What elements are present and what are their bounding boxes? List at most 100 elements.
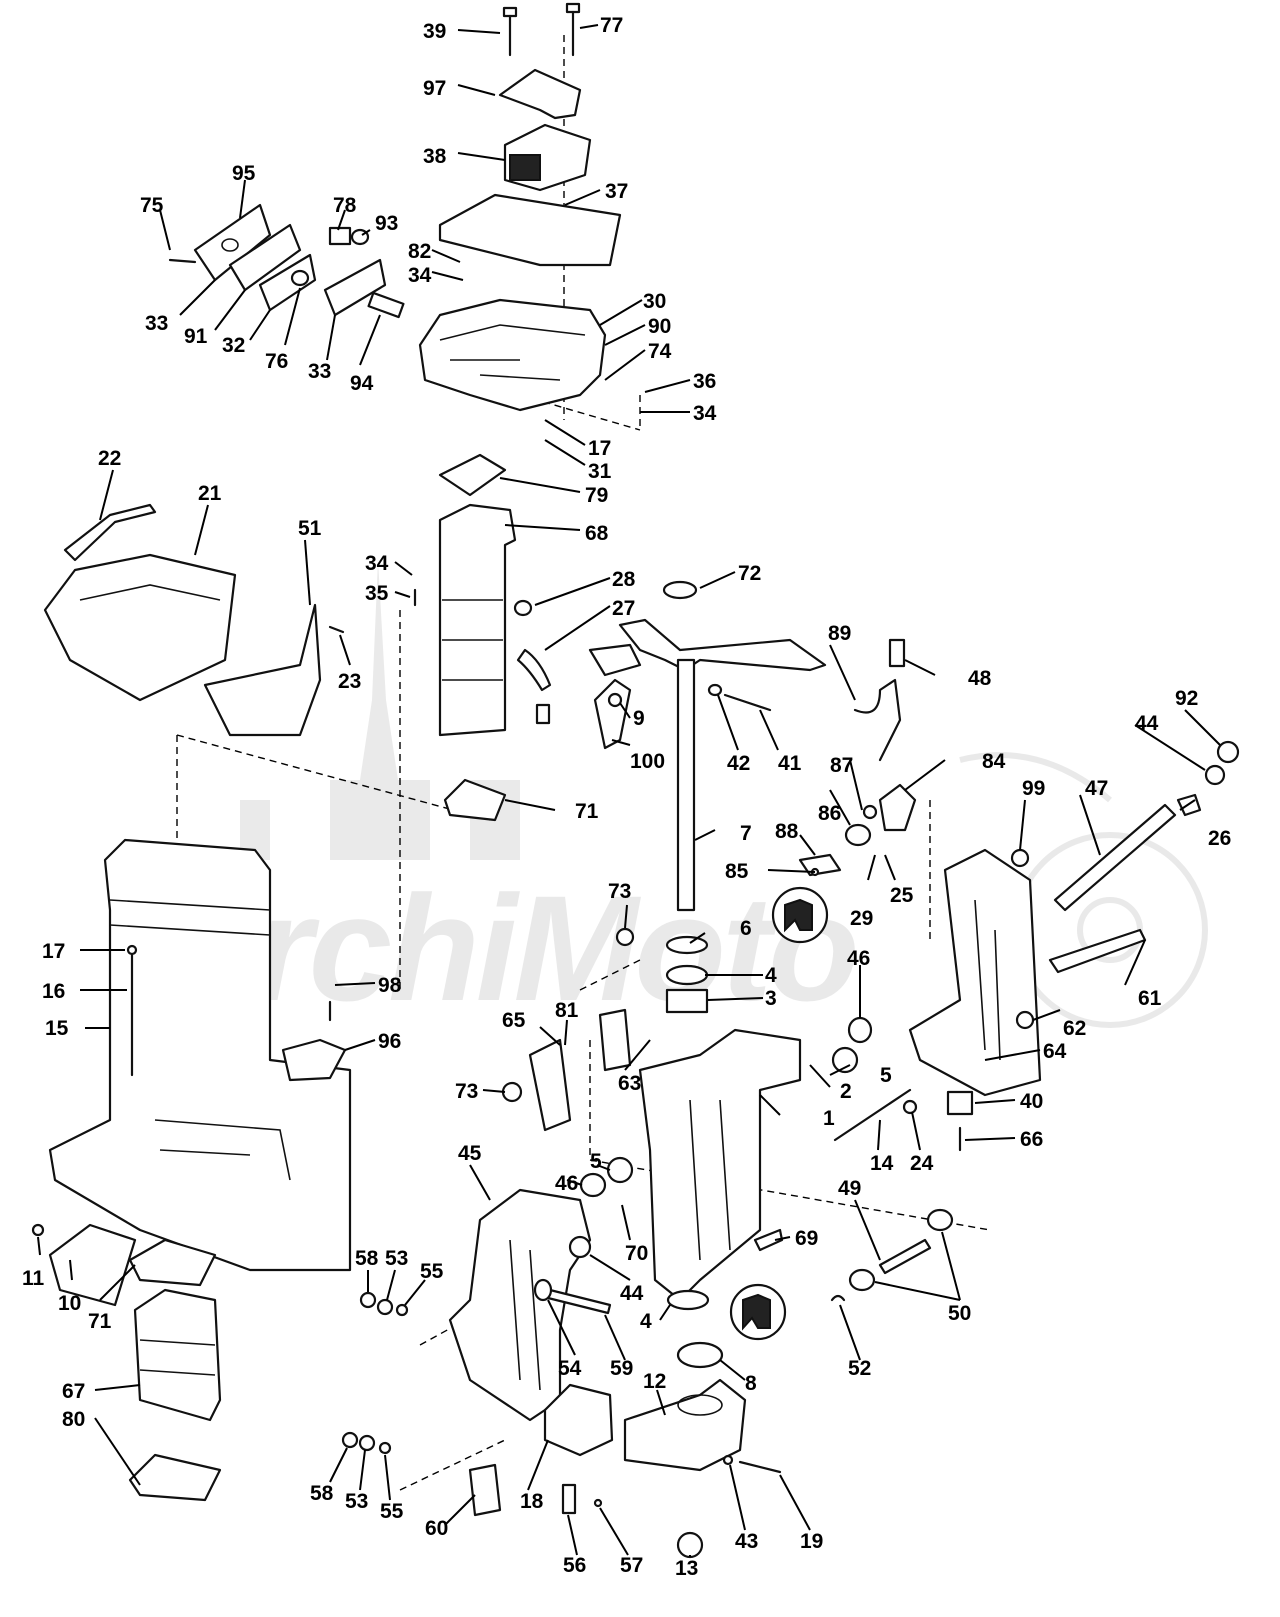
callout-39: 39: [423, 20, 446, 43]
callout-8: 8: [745, 1372, 757, 1395]
callout-26: 26: [1208, 827, 1231, 850]
bolt-41: [723, 693, 772, 712]
callout-88: 88: [775, 820, 799, 843]
midsection-15: [48, 838, 352, 1272]
callout-82: 82: [408, 240, 431, 263]
callout-34a: 34: [408, 264, 432, 287]
housing-30: [418, 298, 607, 412]
callout-90: 90: [648, 315, 671, 338]
washer-17-left: [126, 944, 138, 956]
plate-32: [258, 253, 317, 312]
callout-17a: 17: [588, 437, 611, 460]
spring-94: [367, 291, 405, 319]
callout-62: 62: [1063, 1017, 1086, 1040]
bushing-4-lower: [666, 1289, 710, 1311]
housing-12: [623, 1378, 747, 1472]
knob-73-lower: [501, 1081, 523, 1103]
clip-52: [830, 1294, 846, 1302]
callout-6: 6: [740, 917, 752, 940]
callout-36: 36: [693, 370, 716, 393]
callout-45: 45: [458, 1142, 482, 1165]
washer-43: [722, 1454, 734, 1466]
callout-34c: 34: [365, 552, 389, 575]
callout-81: 81: [555, 999, 579, 1022]
washer-46-left: [579, 1172, 607, 1198]
callout-71b: 71: [88, 1310, 112, 1333]
strip-22: [63, 503, 157, 562]
washer-44-upper: [1204, 764, 1226, 786]
callout-29: 29: [850, 907, 873, 930]
callout-53a: 53: [385, 1247, 408, 1270]
bushing-50a: [926, 1208, 954, 1232]
screw-23: [328, 625, 345, 634]
leader-lines: [37, 24, 1221, 1557]
callout-32: 32: [222, 334, 245, 357]
callout-15: 15: [45, 1017, 69, 1040]
clamp-bracket-45: [448, 1188, 592, 1422]
callout-85: 85: [725, 860, 749, 883]
nut-13: [676, 1531, 704, 1559]
callout-5b: 5: [590, 1150, 602, 1173]
block-40: [946, 1090, 974, 1116]
plate-60: [468, 1463, 502, 1517]
callout-56: 56: [563, 1554, 586, 1577]
bearing-8: [676, 1341, 724, 1369]
bushing-5-left: [606, 1156, 634, 1184]
nut-92: [1216, 740, 1240, 764]
callout-12: 12: [643, 1370, 666, 1393]
callout-labels: 39 77 97 38 37 95 75 78 93 82 34 33 91 3…: [22, 14, 1231, 1580]
cowl-51: [203, 603, 322, 737]
sleeve-27b: [535, 703, 551, 725]
gasket-71-lower: [128, 1238, 217, 1287]
callout-73b: 73: [455, 1080, 478, 1103]
callout-73a: 73: [608, 880, 631, 903]
bushing-3: [665, 988, 709, 1014]
spring-88: [798, 853, 842, 877]
switch-84: [878, 783, 917, 832]
washer-55-upper: [395, 1303, 409, 1317]
callout-18: 18: [520, 1490, 544, 1513]
plate-96: [281, 1038, 347, 1082]
callout-65: 65: [502, 1009, 526, 1032]
callout-86: 86: [818, 802, 841, 825]
callout-55b: 55: [380, 1500, 404, 1523]
callout-31: 31: [588, 460, 612, 483]
callout-58b: 58: [310, 1482, 334, 1505]
washer-46-right: [847, 1016, 873, 1044]
callout-68: 68: [585, 522, 609, 545]
callout-54: 54: [558, 1357, 582, 1380]
link-65: [528, 1038, 572, 1132]
callout-94: 94: [350, 372, 374, 395]
callout-19: 19: [800, 1530, 823, 1553]
callout-38: 38: [423, 145, 447, 168]
callout-76: 76: [265, 350, 288, 373]
callout-78: 78: [333, 194, 357, 217]
callout-63: 63: [618, 1072, 641, 1095]
swivel-bracket-64: [908, 848, 1042, 1097]
bolt-19: [738, 1460, 782, 1474]
callout-57: 57: [620, 1554, 643, 1577]
callout-23: 23: [338, 670, 361, 693]
washer-53-upper: [376, 1298, 394, 1316]
callout-70: 70: [625, 1242, 648, 1265]
callout-91: 91: [184, 325, 208, 348]
fitting-48: [888, 638, 906, 668]
callout-9: 9: [633, 707, 645, 730]
callout-7: 7: [740, 822, 752, 845]
callout-11: 11: [22, 1267, 45, 1290]
callout-84: 84: [982, 750, 1006, 773]
lower-cowl-21: [43, 553, 237, 702]
valve-cover-95: [193, 203, 272, 282]
callout-74: 74: [648, 340, 672, 363]
callout-48: 48: [968, 667, 992, 690]
callout-87: 87: [830, 754, 853, 777]
callout-25: 25: [890, 884, 914, 907]
callout-92: 92: [1175, 687, 1198, 710]
callout-97: 97: [423, 77, 446, 100]
pin-49: [878, 1238, 932, 1275]
callout-60: 60: [425, 1517, 448, 1540]
bushing-76: [290, 269, 310, 287]
callout-89: 89: [828, 622, 851, 645]
callout-67: 67: [62, 1380, 85, 1403]
